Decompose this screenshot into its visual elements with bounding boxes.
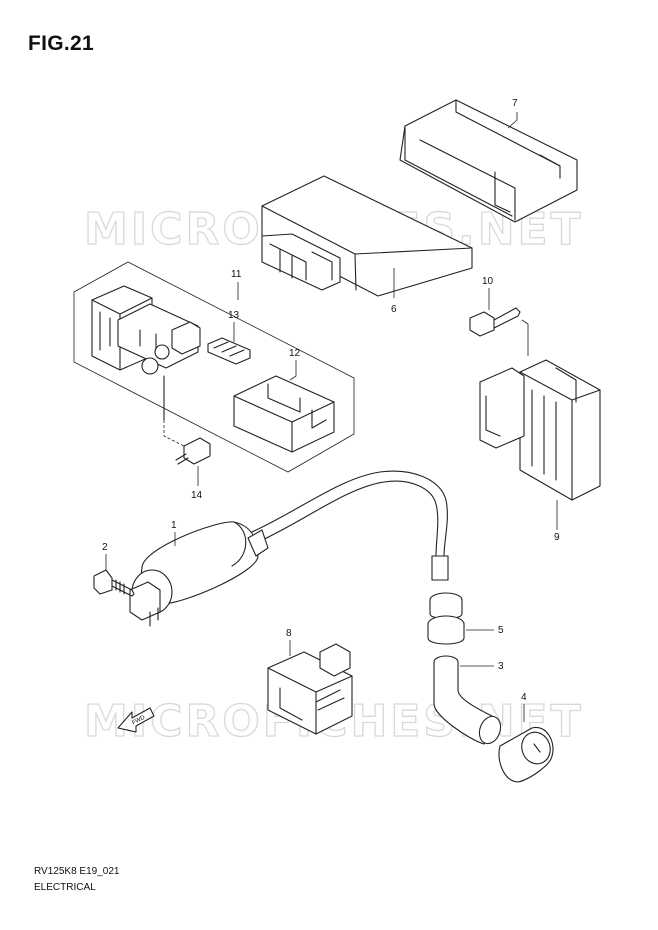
part-3-plug-cap[interactable] [433,655,504,747]
part-label-8: 8 [286,628,292,639]
part-label-2: 2 [102,542,108,553]
part-4-cap[interactable] [498,704,555,783]
part-label-14: 14 [191,490,203,501]
part-label-10: 10 [482,276,494,287]
part-7-cover[interactable] [399,99,578,223]
part-label-3: 3 [498,661,504,672]
part-label-7: 7 [512,98,518,109]
part-label-13: 13 [228,310,240,321]
section-title: ELECTRICAL [34,882,96,893]
part-1-ignition-coil[interactable] [129,470,449,627]
leader-7 [507,112,518,129]
part-13-fuse[interactable] [207,337,251,365]
part-8-coupler[interactable] [267,640,353,735]
model-code: RV125K8 E19_021 [34,866,120,877]
part-label-12: 12 [289,348,301,359]
part-6-ecm[interactable] [261,175,473,297]
part-label-4: 4 [521,692,527,703]
part-9-regulator[interactable] [479,359,601,501]
part-2-screw[interactable] [93,569,135,597]
part-11-group-outline [73,261,355,473]
part-10-bolt[interactable] [469,307,529,356]
leader-12 [289,360,297,381]
part-label-11: 11 [231,269,242,280]
part-12-coupler[interactable] [233,375,335,453]
figure-title: FIG.21 [28,32,94,55]
part-11-relay[interactable] [91,285,201,375]
part-label-6: 6 [391,304,397,315]
part-label-9: 9 [554,532,560,543]
part-14-bolt[interactable] [163,375,211,465]
part-5-grommet[interactable] [427,592,494,645]
part-label-5: 5 [498,625,504,636]
part-label-1: 1 [171,520,177,531]
